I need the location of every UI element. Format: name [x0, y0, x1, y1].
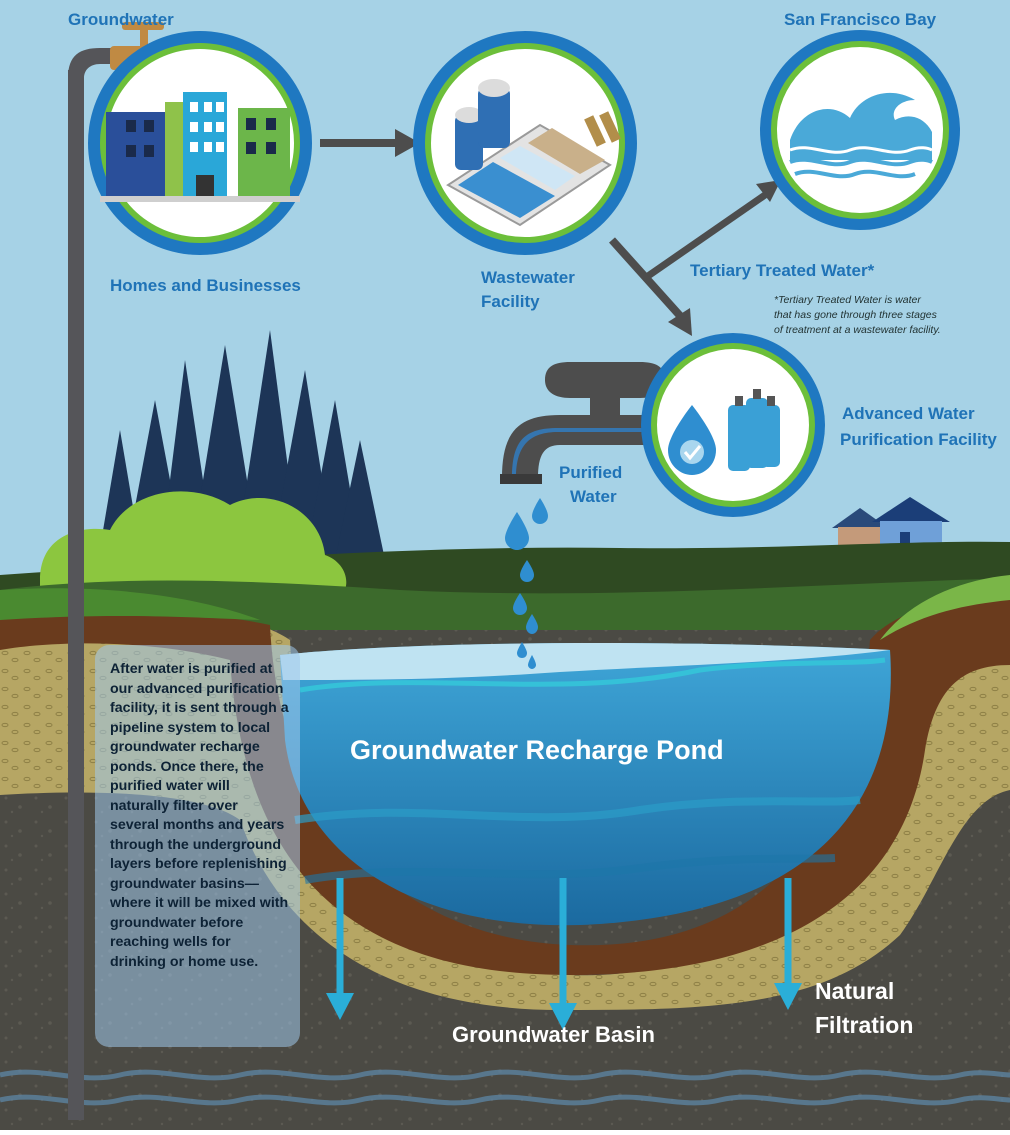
bay-label: San Francisco Bay [784, 10, 937, 29]
tertiary-label: Tertiary Treated Water* [690, 261, 875, 280]
purified-water-faucet [500, 362, 680, 484]
pond-label: Groundwater Recharge Pond [350, 735, 724, 765]
pond-wave-2 [294, 796, 861, 824]
basin-label: Groundwater Basin [452, 1022, 655, 1047]
info-box [95, 645, 300, 1047]
advanced-label-line2: Purification Facility [840, 430, 997, 449]
bush [40, 491, 347, 590]
pond-wave-1 [299, 657, 886, 693]
water-drops [505, 498, 548, 669]
purified-label-line2: Water [570, 487, 617, 506]
purified-label-line1: Purified [559, 463, 623, 482]
advanced-label-line1: Advanced Water [842, 404, 975, 423]
right-grass-edge [880, 575, 1010, 640]
pond-wave-3 [304, 854, 836, 884]
tertiary-footnote-line2: that has gone through three stages [774, 309, 937, 321]
tertiary-footnote-line3: of treatment at a wastewater facility. [774, 324, 941, 336]
flow-arrows [320, 129, 781, 336]
bay-circle [760, 30, 960, 230]
homes-circle [88, 31, 312, 255]
recharge-pond [280, 643, 891, 926]
left-grass-edge [0, 588, 260, 620]
groundwater-basin-waves [0, 1069, 1010, 1106]
filtration-arrows [326, 878, 802, 1030]
natural-label-line2: Filtration [815, 1012, 914, 1038]
wastewater-label-line2: Facility [481, 292, 540, 311]
groundwater-label: Groundwater [68, 10, 174, 29]
wastewater-circle [413, 31, 637, 255]
advanced-purification-circle [641, 333, 825, 517]
wastewater-label-line1: Wastewater [481, 268, 575, 287]
natural-label-line1: Natural [815, 978, 895, 1004]
pond-surface [280, 643, 890, 680]
info-text: After water is purified at our advanced … [110, 661, 289, 970]
tertiary-footnote-line1: *Tertiary Treated Water is water [774, 294, 921, 306]
homes-label: Homes and Businesses [110, 276, 301, 295]
